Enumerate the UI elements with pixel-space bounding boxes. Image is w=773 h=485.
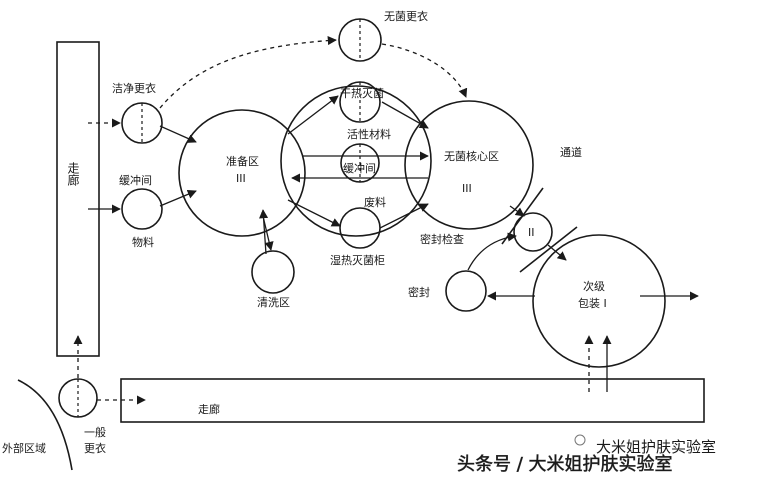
seal-inspection-label: 密封检查: [420, 232, 464, 246]
moist-heat-label: 湿热灭菌柜: [330, 254, 385, 267]
watermark: 大米姐护肤实验室 头条号 / 大米姐护肤实验室: [457, 434, 716, 475]
buffer-room-mid-label: 缓冲间: [343, 161, 376, 175]
general-gowning-label-1: 一般: [84, 426, 106, 439]
active-material-label: 活性材料: [347, 127, 391, 141]
dry-heat-label: 干热灭菌: [340, 87, 384, 100]
flow-dry-heat-to-core: [381, 101, 429, 129]
cleaning-area-label: 清洗区: [257, 296, 290, 309]
flow-cleaning-to-prep: [259, 209, 269, 255]
corridor-horizontal-label: 走廊: [198, 402, 220, 416]
watermark-text: 头条号 / 大米姐护肤实验室: [457, 454, 673, 475]
preparation-area-circle: [178, 109, 306, 237]
flow-seal-to-node-ii: [467, 232, 517, 271]
transfer-zone-circle: [280, 85, 432, 237]
watermark-logo-icon: [574, 434, 586, 446]
waste-label: 废料: [364, 195, 386, 209]
watermark-badge: 大米姐护肤实验室: [596, 438, 716, 456]
external-area-label: 外部区域: [2, 441, 46, 455]
seal-slash-2: [519, 226, 578, 273]
flow-core-to-node-ii: [509, 205, 525, 217]
sterile-gowning-label: 无菌更衣: [384, 9, 428, 23]
buffer-room-left-label: 缓冲间: [119, 173, 152, 187]
node-ii-circle: [513, 212, 553, 252]
preparation-area-label: 准备区: [226, 154, 259, 168]
sterile-core-area-circle: [404, 100, 534, 230]
channel-label: 通道: [560, 145, 582, 159]
secondary-packaging-circle: [532, 234, 666, 368]
flow-sterile-gowning-to-core: [381, 43, 468, 98]
flow-node-ii-to-packaging: [547, 244, 567, 261]
cleaning-area-circle: [251, 250, 295, 294]
node-ii-label: II: [528, 226, 535, 239]
flow-prep-to-dry-heat: [287, 95, 339, 135]
seal-label: 密封: [408, 285, 430, 299]
flow-clean-to-sterile-gowning: [159, 35, 337, 109]
flow-moist-heat-to-core: [379, 203, 429, 229]
flow-clean-to-prep: [159, 125, 197, 143]
external-area-boundary: [17, 379, 73, 471]
seal-room-circle: [445, 270, 487, 312]
corridor-vertical-label: 走廊: [66, 162, 80, 187]
sterile-core-label: 无菌核心区: [444, 149, 499, 163]
flow-prep-to-moist-heat: [287, 199, 341, 227]
general-gowning-label-2: 更衣: [84, 441, 106, 455]
material-label: 物料: [132, 235, 154, 249]
secondary-packaging-label-1: 次级: [583, 279, 605, 293]
clean-gowning-label: 洁净更衣: [112, 81, 156, 95]
preparation-grade: III: [236, 172, 246, 185]
moist-heat-sterilizer-circle: [339, 207, 381, 249]
flow-buffer-to-prep: [159, 189, 197, 207]
buffer-room-left-circle: [121, 188, 163, 230]
corridor-vertical-box: [56, 41, 100, 357]
sterile-core-grade: III: [462, 182, 472, 195]
secondary-packaging-label-2: 包装 I: [578, 297, 607, 310]
